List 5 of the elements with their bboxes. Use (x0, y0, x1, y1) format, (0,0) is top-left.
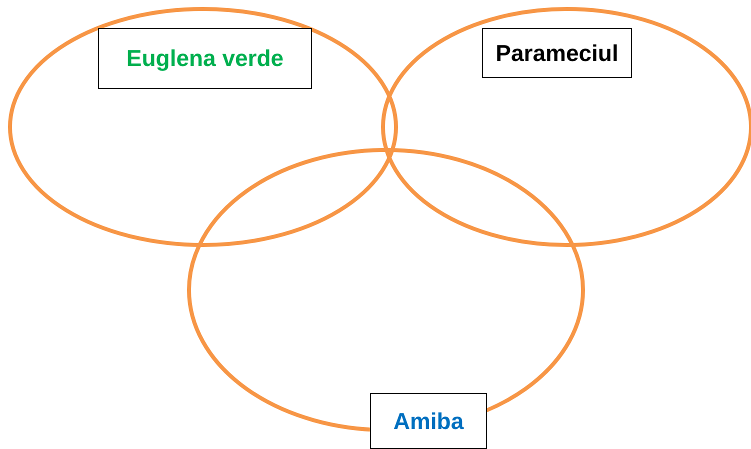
venn-ellipse (8, 7, 398, 247)
set-label: Euglena verde (98, 28, 312, 89)
venn-ellipse (187, 148, 585, 449)
set-label: Parameciul (482, 28, 632, 78)
set-label: Amiba (370, 393, 487, 449)
